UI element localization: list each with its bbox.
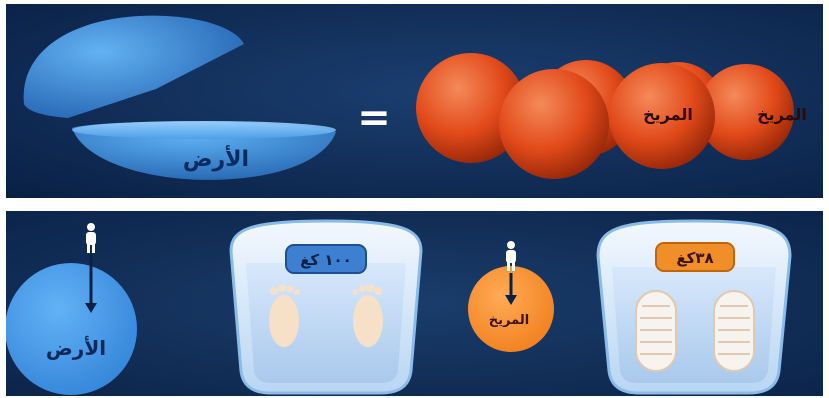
earth-mars-weight-panel: الأرض ١٠٠ كغ الم bbox=[6, 211, 823, 396]
earth-cut-surface bbox=[72, 121, 336, 139]
foot-pad bbox=[714, 291, 754, 371]
equals-sign: = bbox=[357, 95, 391, 141]
volume-comparison-illustration: الأرض = المريخ المريخ bbox=[6, 4, 823, 198]
weight-comparison-illustration: الأرض ١٠٠ كغ الم bbox=[6, 211, 823, 396]
mars-scale-reading: ٣٨كغ bbox=[676, 249, 713, 267]
foot-pad bbox=[636, 291, 676, 371]
mars-sphere bbox=[499, 69, 609, 179]
earth-circle bbox=[6, 263, 137, 395]
earth-weight-label: الأرض bbox=[46, 335, 106, 360]
mars-bathroom-scale: ٣٨كغ bbox=[598, 221, 790, 393]
mars-label-2: المريخ bbox=[643, 105, 693, 124]
mars-weight-label: المريخ bbox=[489, 313, 529, 328]
earth-label: الأرض bbox=[183, 144, 249, 172]
earth-mars-volume-panel: الأرض = المريخ المريخ bbox=[6, 4, 823, 198]
mars-label-1: المريخ bbox=[757, 105, 807, 124]
earth-bathroom-scale: ١٠٠ كغ bbox=[231, 221, 421, 393]
earth-scale-reading: ١٠٠ كغ bbox=[300, 251, 352, 269]
